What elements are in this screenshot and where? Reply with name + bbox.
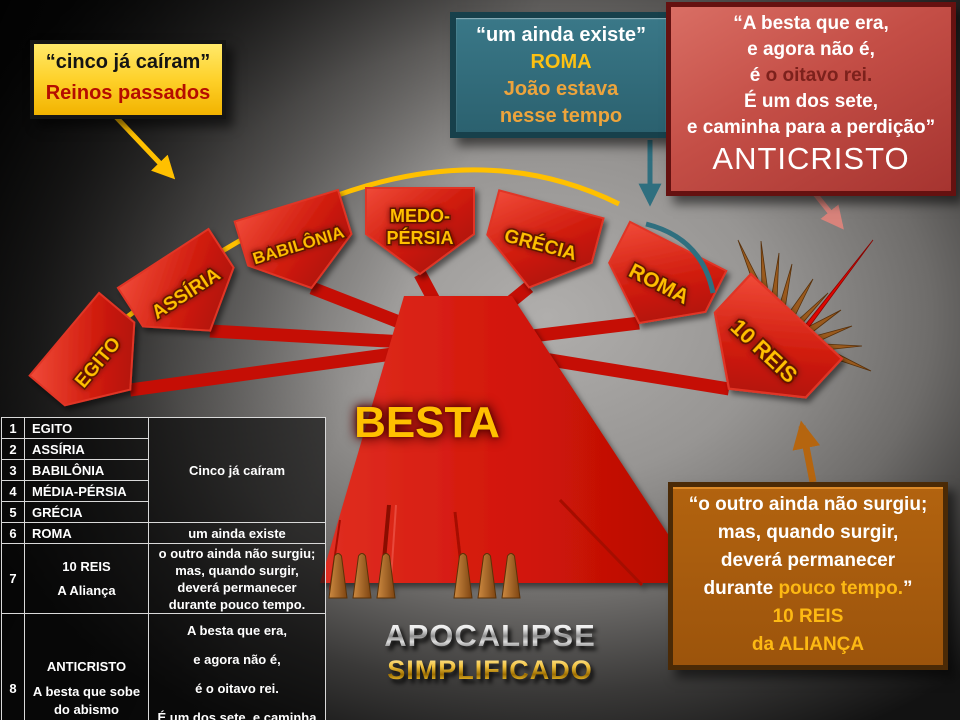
row-number: 8 bbox=[1, 613, 25, 720]
kingdom-name: ROMA bbox=[24, 522, 149, 544]
kingdom-name: EGITO bbox=[24, 417, 149, 439]
kingdoms-table: 1 EGITO Cinco já caíram 2 ASSÍRIA 3 BABI… bbox=[1, 417, 326, 720]
head-roma: ROMA bbox=[608, 220, 728, 325]
kingdom-name: MÉDIA-PÉRSIA bbox=[24, 480, 149, 502]
head-ten-kings: 10 REIS bbox=[713, 272, 844, 399]
kingdom-name: ANTICRISTO A besta que sobe do abismo bbox=[24, 613, 149, 720]
callout-line: e agora não é, bbox=[747, 39, 875, 60]
callout-line: João estava bbox=[503, 78, 619, 100]
ten-horns bbox=[737, 239, 872, 372]
table-row: 4 MÉDIA-PÉRSIA bbox=[1, 480, 326, 502]
row-number: 7 bbox=[1, 543, 25, 614]
head-shape bbox=[233, 188, 353, 290]
claw bbox=[328, 553, 348, 599]
ten-kings-arrow bbox=[792, 420, 821, 483]
callout-line: é o oitavo rei. bbox=[749, 65, 873, 86]
head-shape bbox=[365, 187, 475, 276]
callout-line: “o outro ainda não surgiu; bbox=[688, 494, 928, 515]
rome-arc bbox=[645, 221, 716, 294]
claw bbox=[501, 553, 521, 599]
kingdom-name: 10 REIS A Aliança bbox=[24, 543, 149, 614]
head-egito: EGITO bbox=[28, 291, 136, 407]
callout-line: nesse tempo bbox=[499, 105, 623, 127]
callout-line: durante pouco tempo.” bbox=[703, 578, 913, 599]
head-babilonia: BABILÔNIA bbox=[233, 188, 353, 290]
head-shape bbox=[608, 220, 728, 325]
kingdom-name: GRÉCIA bbox=[24, 501, 149, 523]
logo-line-2: SIMPLIFICADO bbox=[350, 657, 630, 684]
callout-rome: “um ainda existe” ROMA João estava nesse… bbox=[450, 12, 672, 138]
row-number: 6 bbox=[1, 522, 25, 544]
past-kingdoms-arrow bbox=[114, 115, 176, 180]
row-number: 3 bbox=[1, 459, 25, 481]
kingdom-desc: um ainda existe bbox=[148, 522, 326, 544]
antichrist-arrow bbox=[810, 188, 844, 230]
callout-line: deverá permanecer bbox=[720, 550, 896, 571]
head-grecia: GRÉCIA bbox=[486, 189, 605, 289]
claw bbox=[376, 553, 396, 599]
callout-line: Reinos passados bbox=[45, 82, 211, 104]
kingdom-name: ASSÍRIA bbox=[24, 438, 149, 460]
kingdom-desc: A besta que era, e agora não é, é o oita… bbox=[148, 613, 326, 720]
head-shape bbox=[116, 227, 235, 332]
callout-line: “um ainda existe” bbox=[475, 24, 647, 46]
callout-line: É um dos sete, bbox=[743, 91, 879, 112]
logo-apocalipse-simplificado: APOCALIPSE SIMPLIFICADO bbox=[350, 620, 630, 684]
callout-line: e caminha para a perdição” bbox=[686, 117, 936, 138]
kingdom-desc: o outro ainda não surgiu; mas, quando su… bbox=[148, 543, 326, 614]
callout-line: ROMA bbox=[530, 51, 592, 73]
head-label: PÉRSIA bbox=[386, 227, 453, 248]
head-shape bbox=[486, 189, 605, 289]
table-row: 5 GRÉCIA bbox=[1, 501, 326, 523]
callout-line: da ALIANÇA bbox=[751, 634, 865, 655]
callout-line: mas, quando surgir, bbox=[717, 522, 899, 543]
claw bbox=[477, 553, 497, 599]
callout-line: 10 REIS bbox=[772, 606, 844, 627]
callout-ten-kings: “o outro ainda não surgiu; mas, quando s… bbox=[668, 482, 948, 670]
callout-line: “cinco já caíram” bbox=[45, 51, 211, 73]
callout-title: ANTICRISTO bbox=[712, 141, 910, 176]
row-number: 2 bbox=[1, 438, 25, 460]
head-shape bbox=[713, 272, 844, 399]
row-number: 1 bbox=[1, 417, 25, 439]
callout-antichrist: “A besta que era, e agora não é, é o oit… bbox=[666, 2, 956, 196]
callout-past-kingdoms: “cinco já caíram” Reinos passados bbox=[30, 40, 226, 119]
head-assiria: ASSÍRIA bbox=[116, 227, 235, 332]
merged-desc: Cinco já caíram bbox=[148, 417, 326, 523]
kingdom-name: BABILÔNIA bbox=[24, 459, 149, 481]
head-medo-persia: MEDO- PÉRSIA bbox=[365, 187, 475, 276]
head-shape bbox=[28, 291, 136, 407]
beast-heads: EGITO ASSÍRIA BABILÔNIA MEDO- PÉRSIA GRÉ… bbox=[28, 187, 844, 407]
claw bbox=[352, 553, 372, 599]
table-row: 1 EGITO Cinco já caíram bbox=[1, 417, 326, 523]
head-label: MEDO- bbox=[390, 206, 450, 226]
row-number: 5 bbox=[1, 501, 25, 523]
table-row: 8 ANTICRISTO A besta que sobe do abismo … bbox=[1, 613, 326, 720]
claw bbox=[453, 553, 473, 599]
row-number: 4 bbox=[1, 480, 25, 502]
table-row: 7 10 REIS A Aliança o outro ainda não su… bbox=[1, 543, 326, 614]
beast-body bbox=[320, 296, 700, 583]
table-row: 6 ROMA um ainda existe bbox=[1, 522, 326, 544]
callout-line: “A besta que era, bbox=[733, 13, 889, 34]
logo-line-1: APOCALIPSE bbox=[350, 620, 630, 651]
beast-claws bbox=[328, 553, 521, 599]
leg-crease bbox=[558, 498, 644, 587]
beast-label: BESTA bbox=[354, 398, 500, 447]
